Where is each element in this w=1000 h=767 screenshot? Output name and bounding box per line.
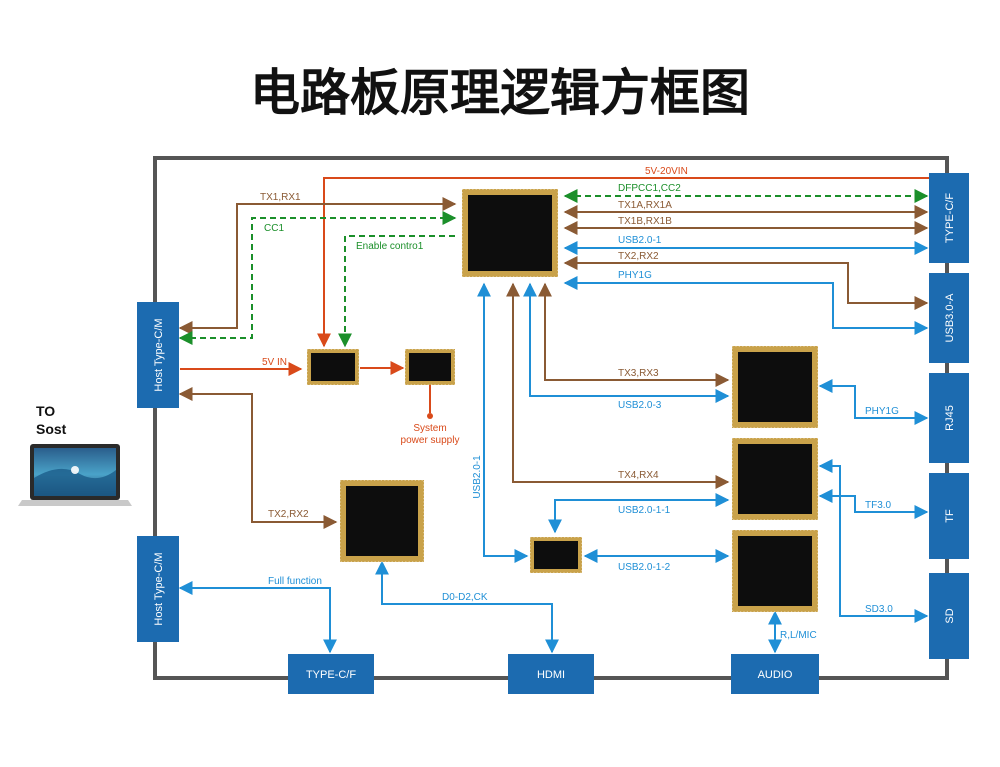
port-typec-right-label: TYPE-C/F: [944, 193, 956, 243]
port-audio: [731, 654, 819, 694]
port-sd: [929, 573, 969, 659]
chip-hub: [534, 541, 578, 569]
wire-d0d2: [375, 560, 559, 654]
label-system-power-2: power supply: [401, 435, 460, 446]
port-hdmi-label: HDMI: [537, 669, 565, 681]
label-system-power-1: System: [413, 423, 446, 434]
port-rj45-label: RJ45: [944, 405, 956, 431]
label-usb203: USB2.0-3: [618, 400, 662, 411]
wire-usb2011: [548, 493, 730, 534]
label-usb201-vert: USB2.0-1: [472, 455, 483, 499]
label-cc1: CC1: [264, 223, 284, 234]
label-tx1rx1: TX1,RX1: [260, 192, 301, 203]
chip-hdmi: [346, 486, 418, 556]
label-tx2rx2-right: TX2,RX2: [618, 251, 659, 262]
wire-tx1rx1: [178, 197, 457, 335]
system-power-node: [427, 413, 433, 419]
label-tx4rx4: TX4,RX4: [618, 470, 659, 481]
label-vin: 5V-20VIN: [645, 166, 688, 177]
wire-phy1g-rj45: [818, 379, 929, 425]
port-tf: [929, 473, 969, 559]
port-typec-bottom-label: TYPE-C/F: [306, 669, 356, 681]
host-label-line1: TO: [36, 403, 55, 419]
port-rj45: [929, 373, 969, 463]
port-sd-label: SD: [944, 608, 956, 623]
label-enable: Enable contro1: [356, 241, 424, 252]
label-tf30: TF3.0: [865, 500, 892, 511]
port-usb30a-label: USB3.0-A: [944, 293, 956, 343]
label-usb2012: USB2.0-1-2: [618, 562, 671, 573]
port-hdmi: [508, 654, 594, 694]
wire-sd30: [818, 459, 929, 623]
label-rlmic: R,L/MIC: [780, 630, 817, 641]
host-port-top-label: Host Type-C/M: [153, 318, 165, 391]
chip-power-2: [409, 353, 451, 381]
host-label-line2: Sost: [36, 421, 67, 437]
label-tx1b: TX1B,RX1B: [618, 216, 672, 227]
chip-power-1: [311, 353, 355, 381]
laptop-icon: [18, 444, 132, 506]
port-usb30a: [929, 273, 969, 363]
wire-tx3rx3: [538, 282, 730, 387]
chip-ethernet: [738, 352, 812, 422]
label-d0d2: D0-D2,CK: [442, 592, 488, 603]
chip-card: [738, 444, 812, 514]
label-full-function: Full function: [268, 576, 322, 587]
wire-usb201-vert: [477, 282, 529, 563]
label-tx1a: TX1A,RX1A: [618, 200, 672, 211]
label-usb2011: USB2.0-1-1: [618, 505, 671, 516]
wire-full-function: [178, 581, 337, 654]
label-phy1g-top: PHY1G: [618, 270, 652, 281]
host-port-top: [137, 302, 179, 408]
label-tx3rx3: TX3,RX3: [618, 368, 659, 379]
port-typec-bottom: [288, 654, 374, 694]
chip-main: [468, 195, 552, 271]
wires: [178, 177, 929, 654]
label-tx2rx2-left: TX2,RX2: [268, 509, 309, 520]
label-5vin: 5V IN: [262, 357, 287, 368]
wire-phy1g-top: [563, 276, 929, 335]
host-port-bottom: [137, 536, 179, 642]
wire-enable: [338, 235, 455, 348]
wire-cc1: [178, 211, 457, 345]
label-usb201: USB2.0-1: [618, 235, 662, 246]
label-dfpcc: DFPCC1,CC2: [618, 183, 681, 194]
label-phy1g-rj45: PHY1G: [865, 406, 899, 417]
wire-tx2rx2-left: [178, 387, 338, 529]
host-port-bottom-label: Host Type-C/M: [153, 552, 165, 625]
port-audio-label: AUDIO: [758, 669, 793, 681]
label-sd30: SD3.0: [865, 604, 893, 615]
page-title: 电路板原理逻辑方框图: [250, 64, 750, 122]
port-tf-label: TF: [944, 509, 956, 523]
chip-audio: [738, 536, 812, 606]
port-typec-right: [929, 173, 969, 263]
